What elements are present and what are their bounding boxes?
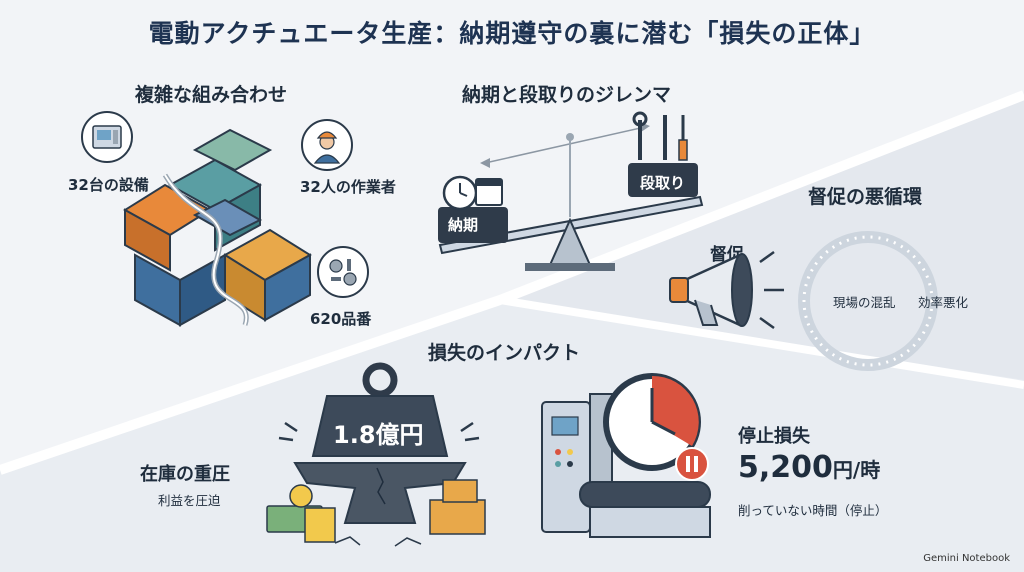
impact-heading: 損失のインパクト xyxy=(428,342,581,364)
deadline-label: 納期 xyxy=(448,216,479,234)
seesaw-scale-icon xyxy=(438,111,704,271)
setup-label: 段取り xyxy=(640,174,686,192)
stop-loss-value: 5,200 xyxy=(738,450,833,485)
cycle-item-inefficiency: 効率悪化 xyxy=(918,295,969,310)
parts-label: 620品番 xyxy=(310,310,372,328)
workers-label: 32人の作業者 xyxy=(300,178,396,196)
inventory-subtitle: 利益を圧迫 xyxy=(158,493,221,508)
stop-loss-title: 停止損失 xyxy=(738,426,810,447)
inventory-value: 1.8億円 xyxy=(333,421,424,449)
cycle-heading: 督促の悪循環 xyxy=(808,186,923,208)
puzzle-icon xyxy=(123,128,312,327)
stopped-machine-icon xyxy=(541,373,711,538)
stop-loss-unit: 円/時 xyxy=(832,458,881,482)
megaphone-icon xyxy=(669,250,784,330)
machine-icon xyxy=(81,111,133,163)
dilemma-heading: 納期と段取りのジレンマ xyxy=(462,84,672,106)
weight-anvil-icon xyxy=(266,362,486,547)
page-title: 電動アクチュエータ生産：納期遵守の裏に潜む「損失の正体」 xyxy=(148,19,876,48)
stop-loss-subtitle: 削っていない時間（停止） xyxy=(738,503,888,518)
worker-icon xyxy=(301,119,353,171)
cycle-item-confusion: 現場の混乱 xyxy=(833,295,896,310)
complexity-heading: 複雑な組み合わせ xyxy=(135,84,288,106)
parts-icon xyxy=(317,246,369,298)
stop-loss-amount: 5,200円/時 xyxy=(738,450,880,485)
brand-label: Gemini Notebook xyxy=(923,553,1010,564)
equipment-label: 32台の設備 xyxy=(68,176,149,194)
inventory-title: 在庫の重圧 xyxy=(140,464,230,485)
cycle-ring-icon xyxy=(798,231,938,371)
